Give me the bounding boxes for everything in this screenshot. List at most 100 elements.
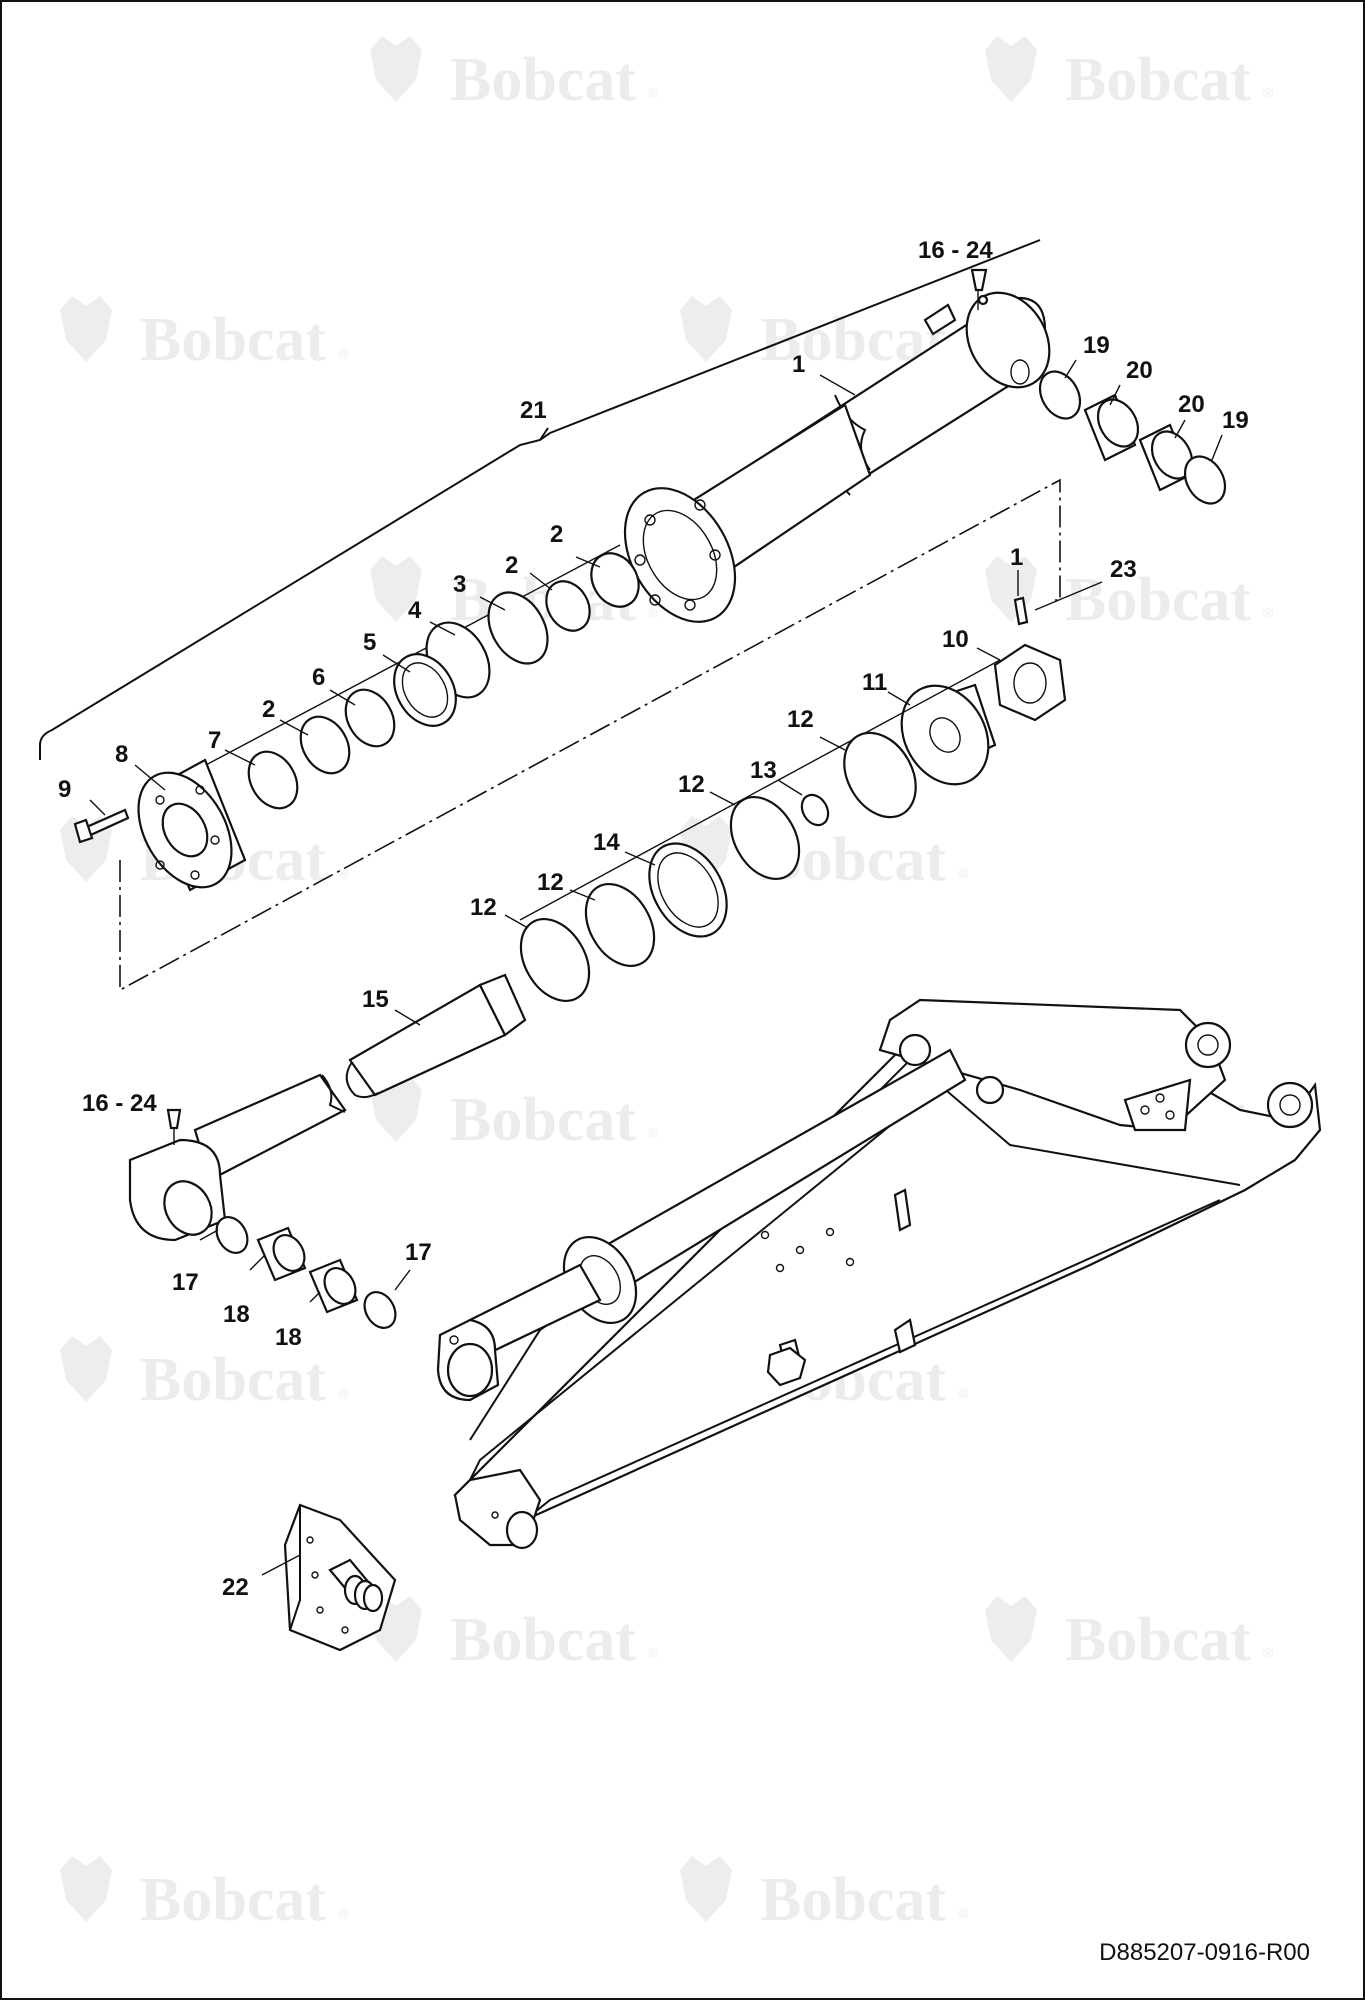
watermark-text: Bobcat (450, 1606, 636, 1674)
wear-ring-12-c (584, 882, 656, 968)
bobcat-watermark: Bobcat ® (985, 556, 1274, 634)
boom-assembly (436, 998, 1322, 1550)
leader-lines (89, 359, 1223, 1576)
bobcat-head-icon (60, 296, 112, 362)
callout: 4 (408, 597, 422, 624)
piston-rod-group (119, 478, 1067, 1099)
callout: 22 (222, 1574, 249, 1601)
bobcat-head-icon (985, 1596, 1037, 1662)
bolt-9 (73, 808, 130, 844)
callout: 12 (537, 869, 564, 896)
grease-fitting-top (970, 268, 988, 292)
cylinder-assembly-group (39, 239, 1227, 892)
callout: 6 (312, 664, 325, 691)
bobcat-head-icon (60, 1336, 112, 1402)
bobcat-head-icon (680, 296, 732, 362)
wear-ring-12-d (519, 917, 591, 1003)
bobcat-watermark: Bobcat ® (985, 36, 1274, 114)
callout: 18 (275, 1324, 302, 1351)
bushing-18-a (256, 1226, 307, 1282)
bobcat-watermark: Bobcat® (680, 816, 969, 894)
callout: 2 (505, 552, 518, 579)
snap-ring-19-a (1038, 370, 1082, 420)
bobcat-head-icon (60, 1856, 112, 1922)
callout-labels: 16 - 24 1 19 20 20 19 21 2 2 3 4 5 6 2 7… (58, 237, 1249, 1601)
callout: 17 (405, 1239, 432, 1266)
svg-text:®: ® (1263, 605, 1274, 621)
bushing-20-a (1083, 393, 1140, 462)
svg-text:®: ® (338, 865, 349, 881)
lock-nut-10 (993, 643, 1067, 722)
piston-rod-15 (345, 973, 527, 1099)
watermark-text: Bobcat (140, 306, 326, 374)
bobcat-head-icon (985, 36, 1037, 102)
o-ring-13 (800, 793, 830, 827)
bobcat-head-icon (370, 556, 422, 622)
callout: 5 (363, 629, 376, 656)
callout: 20 (1126, 357, 1153, 384)
svg-text:®: ® (648, 85, 659, 101)
callout: 15 (362, 986, 389, 1013)
svg-text:®: ® (958, 1905, 969, 1921)
callout: 17 (172, 1269, 199, 1296)
o-ring-3 (487, 591, 549, 665)
callout: 9 (58, 776, 71, 803)
svg-text:®: ® (648, 605, 659, 621)
svg-text:®: ® (648, 1645, 659, 1661)
cylinder-head-8 (137, 758, 247, 892)
svg-text:®: ® (338, 1905, 349, 1921)
mounting-bracket-22 (283, 1503, 397, 1652)
callout: 3 (453, 571, 466, 598)
bobcat-watermark: Bobcat ® (680, 1856, 969, 1934)
piston-11 (900, 683, 997, 786)
bobcat-watermark: Bobcat® (985, 1596, 1274, 1674)
watermark-text: Bobcat (760, 1866, 946, 1934)
piston-seal-14 (648, 842, 728, 938)
callout: 1 (1010, 544, 1023, 571)
callout: 12 (787, 706, 814, 733)
callout: 10 (942, 626, 969, 653)
callout: 2 (550, 521, 563, 548)
callout: 2 (262, 696, 275, 723)
wear-ring-12-a (843, 731, 917, 819)
callout: 12 (678, 771, 705, 798)
callout: 8 (115, 741, 128, 768)
watermark-text: Bobcat (140, 1866, 326, 1934)
callout: 18 (223, 1301, 250, 1328)
group-21-bracket (39, 239, 1041, 760)
group-21-pointer (539, 427, 549, 441)
svg-text:®: ® (958, 865, 969, 881)
svg-text:®: ® (958, 1385, 969, 1401)
callout: 21 (520, 397, 547, 424)
bobcat-watermark: Bobcat ® (60, 1856, 349, 1934)
bobcat-head-icon (60, 816, 112, 882)
document-reference: D885207-0916-R00 (1099, 1939, 1310, 1966)
watermark-text: Bobcat (140, 1346, 326, 1414)
callout: 19 (1083, 332, 1110, 359)
snap-ring-19-b (1183, 455, 1227, 505)
callout: 14 (593, 829, 620, 856)
wear-ring-12-b (729, 795, 801, 881)
watermark-text: Bobcat (1065, 1606, 1251, 1674)
svg-text:®: ® (1263, 85, 1274, 101)
bobcat-watermark: Bobcat® (60, 1336, 349, 1414)
ring-6 (344, 688, 396, 748)
callout: 20 (1178, 391, 1205, 418)
bobcat-head-icon (680, 1856, 732, 1922)
set-screw-1 (1013, 596, 1029, 626)
cylinder-barrel (623, 291, 1051, 623)
snap-ring-17-a (215, 1216, 249, 1254)
ring-2-c (299, 715, 351, 775)
svg-text:®: ® (648, 1125, 659, 1141)
watermark-text: Bobcat (1065, 46, 1251, 114)
svg-text:®: ® (338, 345, 349, 361)
grease-fitting-bottom (166, 1108, 182, 1130)
bobcat-watermark: Bobcat ® (60, 296, 349, 374)
bobcat-watermark: Bobcat ® (370, 1596, 659, 1674)
callout: 13 (750, 757, 777, 784)
watermark-layer: Bobcat ® Bobcat ® Bobcat ® Bobcat ® Bobcat ® Bobca… (60, 36, 1274, 1934)
bobcat-watermark: Bobcat® (370, 1076, 659, 1154)
callout: 11 (862, 669, 887, 696)
watermark-text: Bobcat (1065, 566, 1251, 634)
